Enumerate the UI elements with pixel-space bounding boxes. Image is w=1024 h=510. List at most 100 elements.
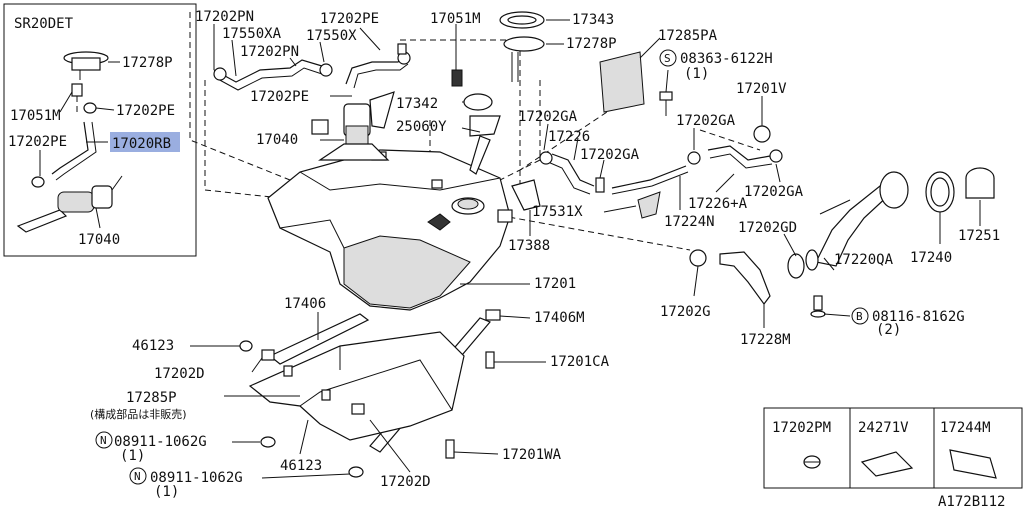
inset-leader-17040 [95,207,101,229]
label-17278P: 17278P [566,36,617,52]
inset-label-17278P: 17278P [122,55,173,71]
sender-unit [397,43,501,175]
label-08116-8162G: 08116-8162G [872,309,965,325]
label-17531X: 17531X [532,204,583,220]
label-17251: 17251 [958,228,1000,244]
label-08911-1062G-b: 08911-1062G [150,470,243,486]
pad-17285PA [599,51,645,113]
label-46123-b: 46123 [280,458,322,474]
circle-N-a: N [100,434,107,447]
circle-B: B [856,310,863,323]
label-17201CA: 17201CA [550,354,610,370]
label-17201: 17201 [534,276,576,292]
label-17202PE-b: 17202PE [250,89,309,105]
table-frame [763,407,1023,489]
inset-highlight [110,132,180,152]
label-17202PN-a: 17202PN [195,9,254,25]
inset-leader-17051M [59,91,73,113]
hose-17228M [689,249,819,306]
label-08116: B 08116-8162G (2) [851,307,965,338]
inset-title: SR20DET [14,16,74,32]
inset-clip [83,102,97,114]
circle-S: S [664,52,671,65]
label-17550X: 17550X [306,28,357,44]
label-17285P-note: (構成部品は非販売) [90,407,187,421]
label-17550XA: 17550XA [222,26,282,42]
label-17285P: 17285P [126,390,177,406]
label-08363-qty: (1) [684,66,709,82]
bolt-08363 [659,91,673,116]
leader-lines [190,19,981,479]
circle-N-b: N [134,470,141,483]
label-17342: 17342 [396,96,438,112]
label-08911-b-qty: (1) [154,484,179,500]
label-17040: 17040 [256,132,298,148]
label-08363: S 08363-6122H (1) [659,49,773,82]
table-header-1: 24271V [858,420,909,436]
label-17201V: 17201V [736,81,787,97]
inset-hose [51,121,89,175]
label-17343: 17343 [572,12,614,28]
inset-connector [71,83,83,114]
fuel-pump-17040 [311,91,395,161]
label-17220QA: 17220QA [834,252,894,268]
label-17202GA-b: 17202GA [580,147,640,163]
cap-17251 [965,167,995,199]
label-17406M: 17406M [534,310,585,326]
label-17202D-a: 17202D [154,366,205,382]
part-labels: 17202PN 17550XA 17202PN 17202PE 17550X 1… [90,9,1000,500]
inset-label-17202PE-b: 17202PE [8,134,67,150]
grommet-17201V [753,125,771,143]
table-icon-strip [949,449,997,479]
hose-17226A [687,145,783,169]
lock-ring [499,11,545,82]
label-17202GA-a: 17202GA [518,109,578,125]
label-17202PN-b: 17202PN [240,44,299,60]
inset-pump-flange [63,51,109,80]
inset-leader-17202PE-a [95,107,115,111]
label-17226A: 17226+A [688,196,748,212]
inset-label-17202PE-a: 17202PE [116,103,175,119]
label-17224N: 17224N [664,214,715,230]
inset-pump [16,175,123,233]
label-17202D-b: 17202D [380,474,431,490]
inset-frame [3,3,197,257]
hose-17226 [539,151,605,195]
fuel-tank [267,149,513,311]
part-17531X [637,191,661,219]
label-17388: 17388 [508,238,550,254]
hose-17550X [345,51,411,89]
label-17406: 17406 [284,296,326,312]
table-header-2: 17244M [940,420,991,436]
label-17202G: 17202G [660,304,711,320]
label-17285PA: 17285PA [658,28,718,44]
label-17202GD: 17202GD [738,220,797,236]
inset-label-17020RB: 17020RB [112,136,171,152]
label-17051M: 17051M [430,11,481,27]
table-icon-pad [860,451,914,477]
inset-panel: SR20DET 17278P 17051M 17202PE 17020RB 17… [3,3,197,257]
label-08911-b: N 08911-1062G (1) [129,467,243,500]
label-17202GA-c: 17202GA [676,113,736,129]
label-17202GA-d: 17202GA [744,184,804,200]
filler-neck [815,171,909,267]
inset-label-17040: 17040 [78,232,120,248]
label-17202PE-a: 17202PE [320,11,379,27]
loose-parts-table: 17202PM 24271V 17244M [763,407,1023,489]
label-17226: 17226 [548,129,590,145]
pipe-17224N [611,165,689,195]
label-08116-qty: (2) [876,322,901,338]
label-17228M: 17228M [740,332,791,348]
table-icon-clip [803,455,821,469]
bolt-08116 [810,295,826,318]
label-08911-1062G-a: 08911-1062G [114,434,207,450]
label-25060Y: 25060Y [396,119,447,135]
table-header-0: 17202PM [772,420,831,436]
inset-clip-b [31,176,45,188]
label-08363-6122H: 08363-6122H [680,51,773,67]
hose-17550XA [213,59,333,91]
bracket-17388 [511,179,541,211]
label-17240: 17240 [910,250,952,266]
protector-17285P [248,331,465,441]
